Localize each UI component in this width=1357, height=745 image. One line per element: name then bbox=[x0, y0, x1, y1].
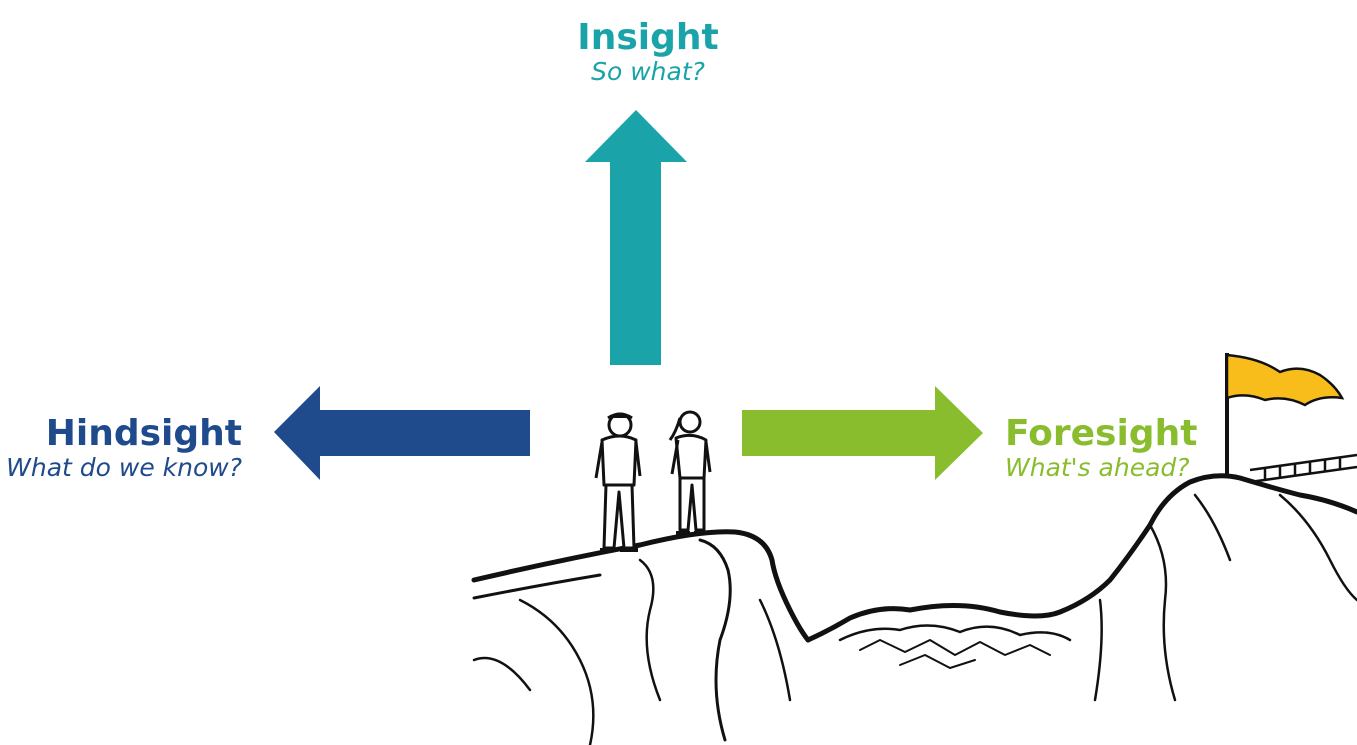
foresight-subtitle: What's ahead? bbox=[1005, 452, 1190, 482]
hindsight-arrow bbox=[274, 386, 530, 480]
foresight-arrow bbox=[742, 386, 983, 480]
insight-title: Insight bbox=[577, 17, 719, 58]
insight-subtitle: So what? bbox=[591, 56, 705, 86]
hindsight-title: Hindsight bbox=[45, 413, 242, 454]
flag-icon bbox=[1225, 353, 1345, 478]
insight-arrow bbox=[585, 110, 687, 365]
bridge-icon bbox=[1249, 453, 1357, 484]
mountain-illustration bbox=[471, 473, 1357, 745]
man-figure bbox=[594, 412, 642, 552]
foresight-title: Foresight bbox=[1005, 413, 1198, 454]
hindsight-subtitle: What do we know? bbox=[6, 452, 242, 482]
woman-figure bbox=[668, 410, 712, 535]
foresight-label: Foresight What's ahead? bbox=[1005, 414, 1197, 481]
hindsight-label: Hindsight What do we know? bbox=[6, 414, 242, 481]
insight-label: Insight So what? bbox=[548, 18, 748, 85]
